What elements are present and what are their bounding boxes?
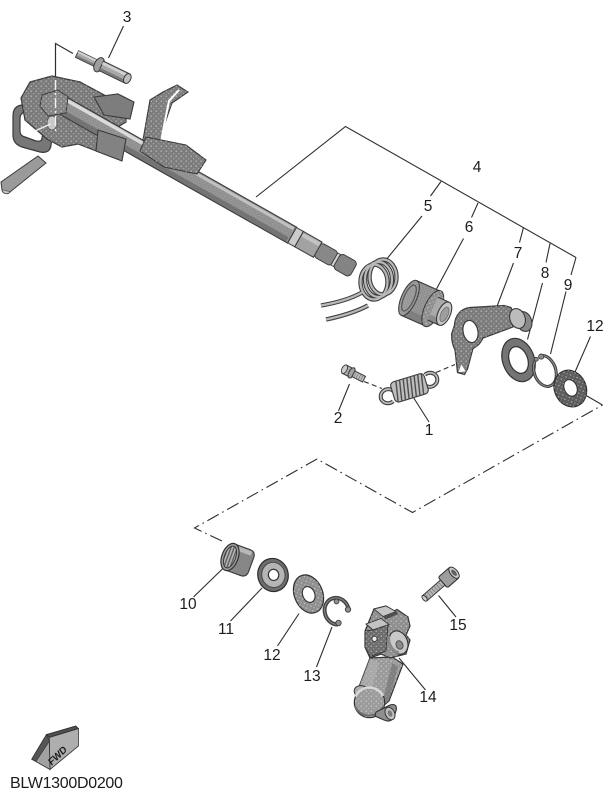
svg-text:11: 11 — [218, 621, 234, 638]
svg-text:15: 15 — [449, 617, 466, 634]
svg-text:5: 5 — [424, 198, 433, 215]
svg-text:9: 9 — [564, 277, 573, 294]
svg-text:2: 2 — [334, 410, 343, 427]
svg-text:12: 12 — [586, 318, 603, 335]
svg-text:7: 7 — [514, 245, 523, 262]
svg-text:13: 13 — [303, 668, 320, 685]
svg-text:10: 10 — [179, 596, 197, 613]
svg-text:8: 8 — [541, 265, 550, 282]
svg-text:4: 4 — [473, 159, 482, 176]
svg-text:14: 14 — [419, 689, 437, 706]
svg-text:3: 3 — [123, 9, 132, 26]
svg-text:6: 6 — [465, 219, 474, 236]
svg-text:BLW1300D0200: BLW1300D0200 — [10, 775, 123, 792]
svg-text:12: 12 — [263, 647, 280, 664]
svg-text:1: 1 — [425, 422, 434, 439]
